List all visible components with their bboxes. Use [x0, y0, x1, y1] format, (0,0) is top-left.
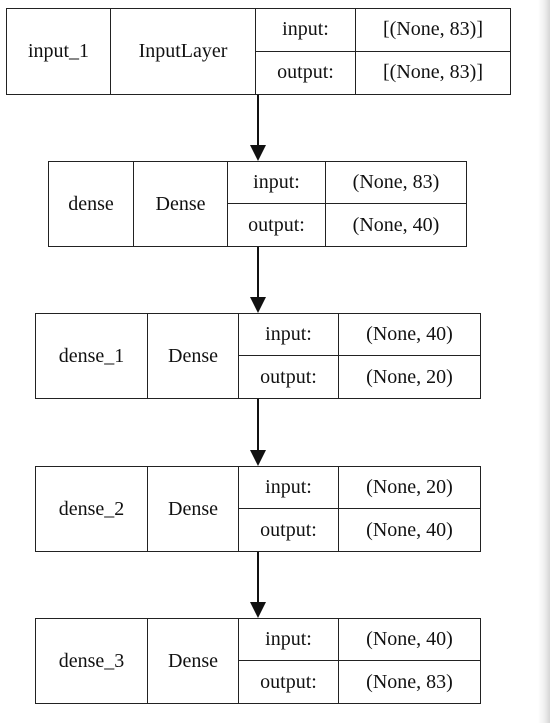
input-shape: (None, 20): [339, 467, 480, 509]
output-shape: (None, 20): [366, 365, 453, 388]
edge-arrow-dense-2-to-dense-3: [250, 552, 266, 618]
layer-name: input_1: [7, 9, 111, 94]
input-shape: (None, 40): [339, 314, 480, 356]
layer-node-dense-1: dense_1 Dense input: (None, 40) output: …: [35, 313, 481, 399]
layer-node-input-1: input_1 InputLayer input: [(None, 83)] o…: [6, 8, 511, 95]
input-shape: (None, 83): [326, 162, 466, 204]
layer-name: dense_1: [36, 314, 148, 398]
layer-type: Dense: [148, 619, 239, 703]
layer-type: Dense: [148, 314, 239, 398]
input-shape: (None, 40): [339, 619, 480, 661]
output-label: output:: [228, 204, 326, 246]
output-shape: [(None, 83)]: [383, 61, 483, 84]
output-label: output:: [239, 356, 339, 398]
edge-arrow-dense-to-dense-1: [250, 247, 266, 313]
layer-type: Dense: [148, 467, 239, 551]
layer-type: Dense: [134, 162, 228, 246]
output-shape: (None, 40): [366, 518, 453, 541]
layer-node-dense: dense Dense input: (None, 83) output: (N…: [48, 161, 467, 247]
input-label: input:: [239, 314, 339, 356]
input-shape: [(None, 83)]: [356, 9, 510, 52]
layer-name: dense: [49, 162, 134, 246]
layer-node-dense-3: dense_3 Dense input: (None, 40) output: …: [35, 618, 481, 704]
output-label: output:: [239, 661, 339, 703]
input-label: input:: [239, 467, 339, 509]
input-label: input:: [256, 9, 356, 52]
output-shape: (None, 40): [352, 213, 440, 236]
edge-arrow-input-1-to-dense: [250, 95, 266, 161]
layer-name: dense_2: [36, 467, 148, 551]
input-label: input:: [239, 619, 339, 661]
edge-arrow-dense-1-to-dense-2: [250, 399, 266, 466]
window-edge-shadow: [538, 0, 550, 723]
layer-node-dense-2: dense_2 Dense input: (None, 20) output: …: [35, 466, 481, 552]
layer-type: InputLayer: [111, 9, 256, 94]
output-shape: (None, 83): [366, 670, 453, 693]
layer-name: dense_3: [36, 619, 148, 703]
output-label: output:: [239, 509, 339, 551]
output-label: output:: [256, 51, 356, 94]
input-label: input:: [228, 162, 326, 204]
